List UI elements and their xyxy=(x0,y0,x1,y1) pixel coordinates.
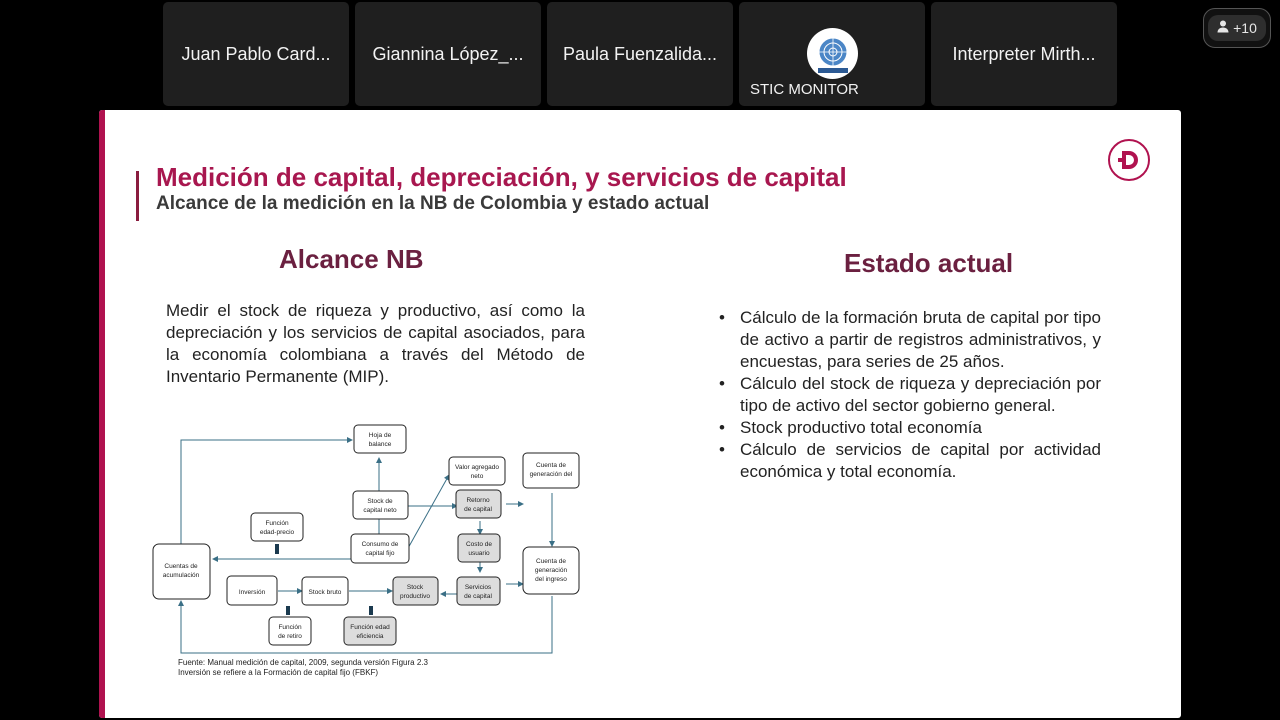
svg-text:Cuenta de: Cuenta de xyxy=(536,462,566,469)
svg-text:Cuenta de: Cuenta de xyxy=(536,558,566,565)
svg-text:Retorno: Retorno xyxy=(466,497,490,504)
svg-text:Valor agregado: Valor agregado xyxy=(455,464,499,471)
svg-text:de capital: de capital xyxy=(464,593,492,600)
participant-name: Giannina López_... xyxy=(372,44,524,64)
svg-text:usuario: usuario xyxy=(468,550,490,557)
shared-slide: Medición de capital, depreciación, y ser… xyxy=(99,110,1181,718)
svg-text:Stock bruto: Stock bruto xyxy=(309,589,342,596)
svg-text:balance: balance xyxy=(369,441,392,448)
svg-text:del ingreso: del ingreso xyxy=(535,576,567,583)
svg-text:Hoja de: Hoja de xyxy=(369,432,392,439)
svg-text:generación del: generación del xyxy=(530,471,573,478)
svg-text:eficiencia: eficiencia xyxy=(356,633,383,640)
status-list: Cálculo de la formación bruta de capital… xyxy=(719,307,1101,483)
un-emblem-icon xyxy=(807,28,858,79)
more-participants-button[interactable]: +10 xyxy=(1203,8,1271,48)
scope-text: Medir el stock de riqueza y productivo, … xyxy=(166,301,585,386)
participant-tile[interactable]: Paula Fuenzalida... xyxy=(547,2,733,106)
svg-text:acumulación: acumulación xyxy=(163,572,200,579)
more-participants-count: +10 xyxy=(1233,20,1257,36)
participant-tile[interactable]: Interpreter Mirth... xyxy=(931,2,1117,106)
svg-text:edad-precio: edad-precio xyxy=(260,529,295,536)
status-bullet: Cálculo del stock de riqueza y depreciac… xyxy=(719,373,1101,417)
slide-subtitle: Alcance de la medición en la NB de Colom… xyxy=(156,193,710,214)
svg-text:Stock: Stock xyxy=(407,584,424,591)
svg-text:Cuentas de: Cuentas de xyxy=(164,563,198,570)
capital-flow-diagram: Hoja de balance Valor agregado neto Cuen… xyxy=(152,424,580,654)
svg-text:neto: neto xyxy=(471,473,484,480)
svg-text:Stock de: Stock de xyxy=(367,498,393,505)
status-heading: Estado actual xyxy=(844,248,1014,278)
slide-accent-bar xyxy=(99,110,105,718)
source-line: Fuente: Manual medición de capital, 2009… xyxy=(178,658,428,667)
person-icon xyxy=(1217,20,1229,36)
svg-text:Costo de: Costo de xyxy=(466,541,492,548)
scope-heading: Alcance NB xyxy=(279,244,424,274)
participant-tile[interactable]: Giannina López_... xyxy=(355,2,541,106)
svg-text:Función edad: Función edad xyxy=(350,624,390,631)
participant-name: STIC MONITOR xyxy=(750,81,859,98)
source-line: Inversión se refiere a la Formación de c… xyxy=(178,668,379,677)
svg-text:Consumo de: Consumo de xyxy=(362,541,399,548)
svg-text:generación: generación xyxy=(535,567,568,574)
d-logo-icon xyxy=(1108,139,1150,181)
participant-tile[interactable]: Juan Pablo Card... xyxy=(163,2,349,106)
status-bullet: Cálculo de servicios de capital por acti… xyxy=(719,439,1101,483)
svg-text:capital fijo: capital fijo xyxy=(366,550,395,557)
participant-name: Juan Pablo Card... xyxy=(181,44,331,64)
svg-text:Servicios: Servicios xyxy=(465,584,492,591)
title-accent-line xyxy=(136,171,139,221)
status-bullet: Stock productivo total economía xyxy=(719,417,1101,439)
svg-text:Función: Función xyxy=(278,624,302,631)
svg-text:capital neto: capital neto xyxy=(363,507,397,514)
participant-name: Paula Fuenzalida... xyxy=(562,44,718,64)
svg-text:Inversión: Inversión xyxy=(239,589,266,596)
participant-tile[interactable]: STIC MONITOR xyxy=(739,2,925,106)
svg-text:de capital: de capital xyxy=(464,506,492,513)
svg-text:Función: Función xyxy=(265,520,289,527)
status-bullet: Cálculo de la formación bruta de capital… xyxy=(719,307,1101,373)
svg-text:productivo: productivo xyxy=(400,593,430,600)
svg-text:de retiro: de retiro xyxy=(278,633,302,640)
slide-title: Medición de capital, depreciación, y ser… xyxy=(156,162,847,192)
participant-name: Interpreter Mirth... xyxy=(952,44,1096,64)
diagram-source: Fuente: Manual medición de capital, 2009… xyxy=(178,658,428,678)
